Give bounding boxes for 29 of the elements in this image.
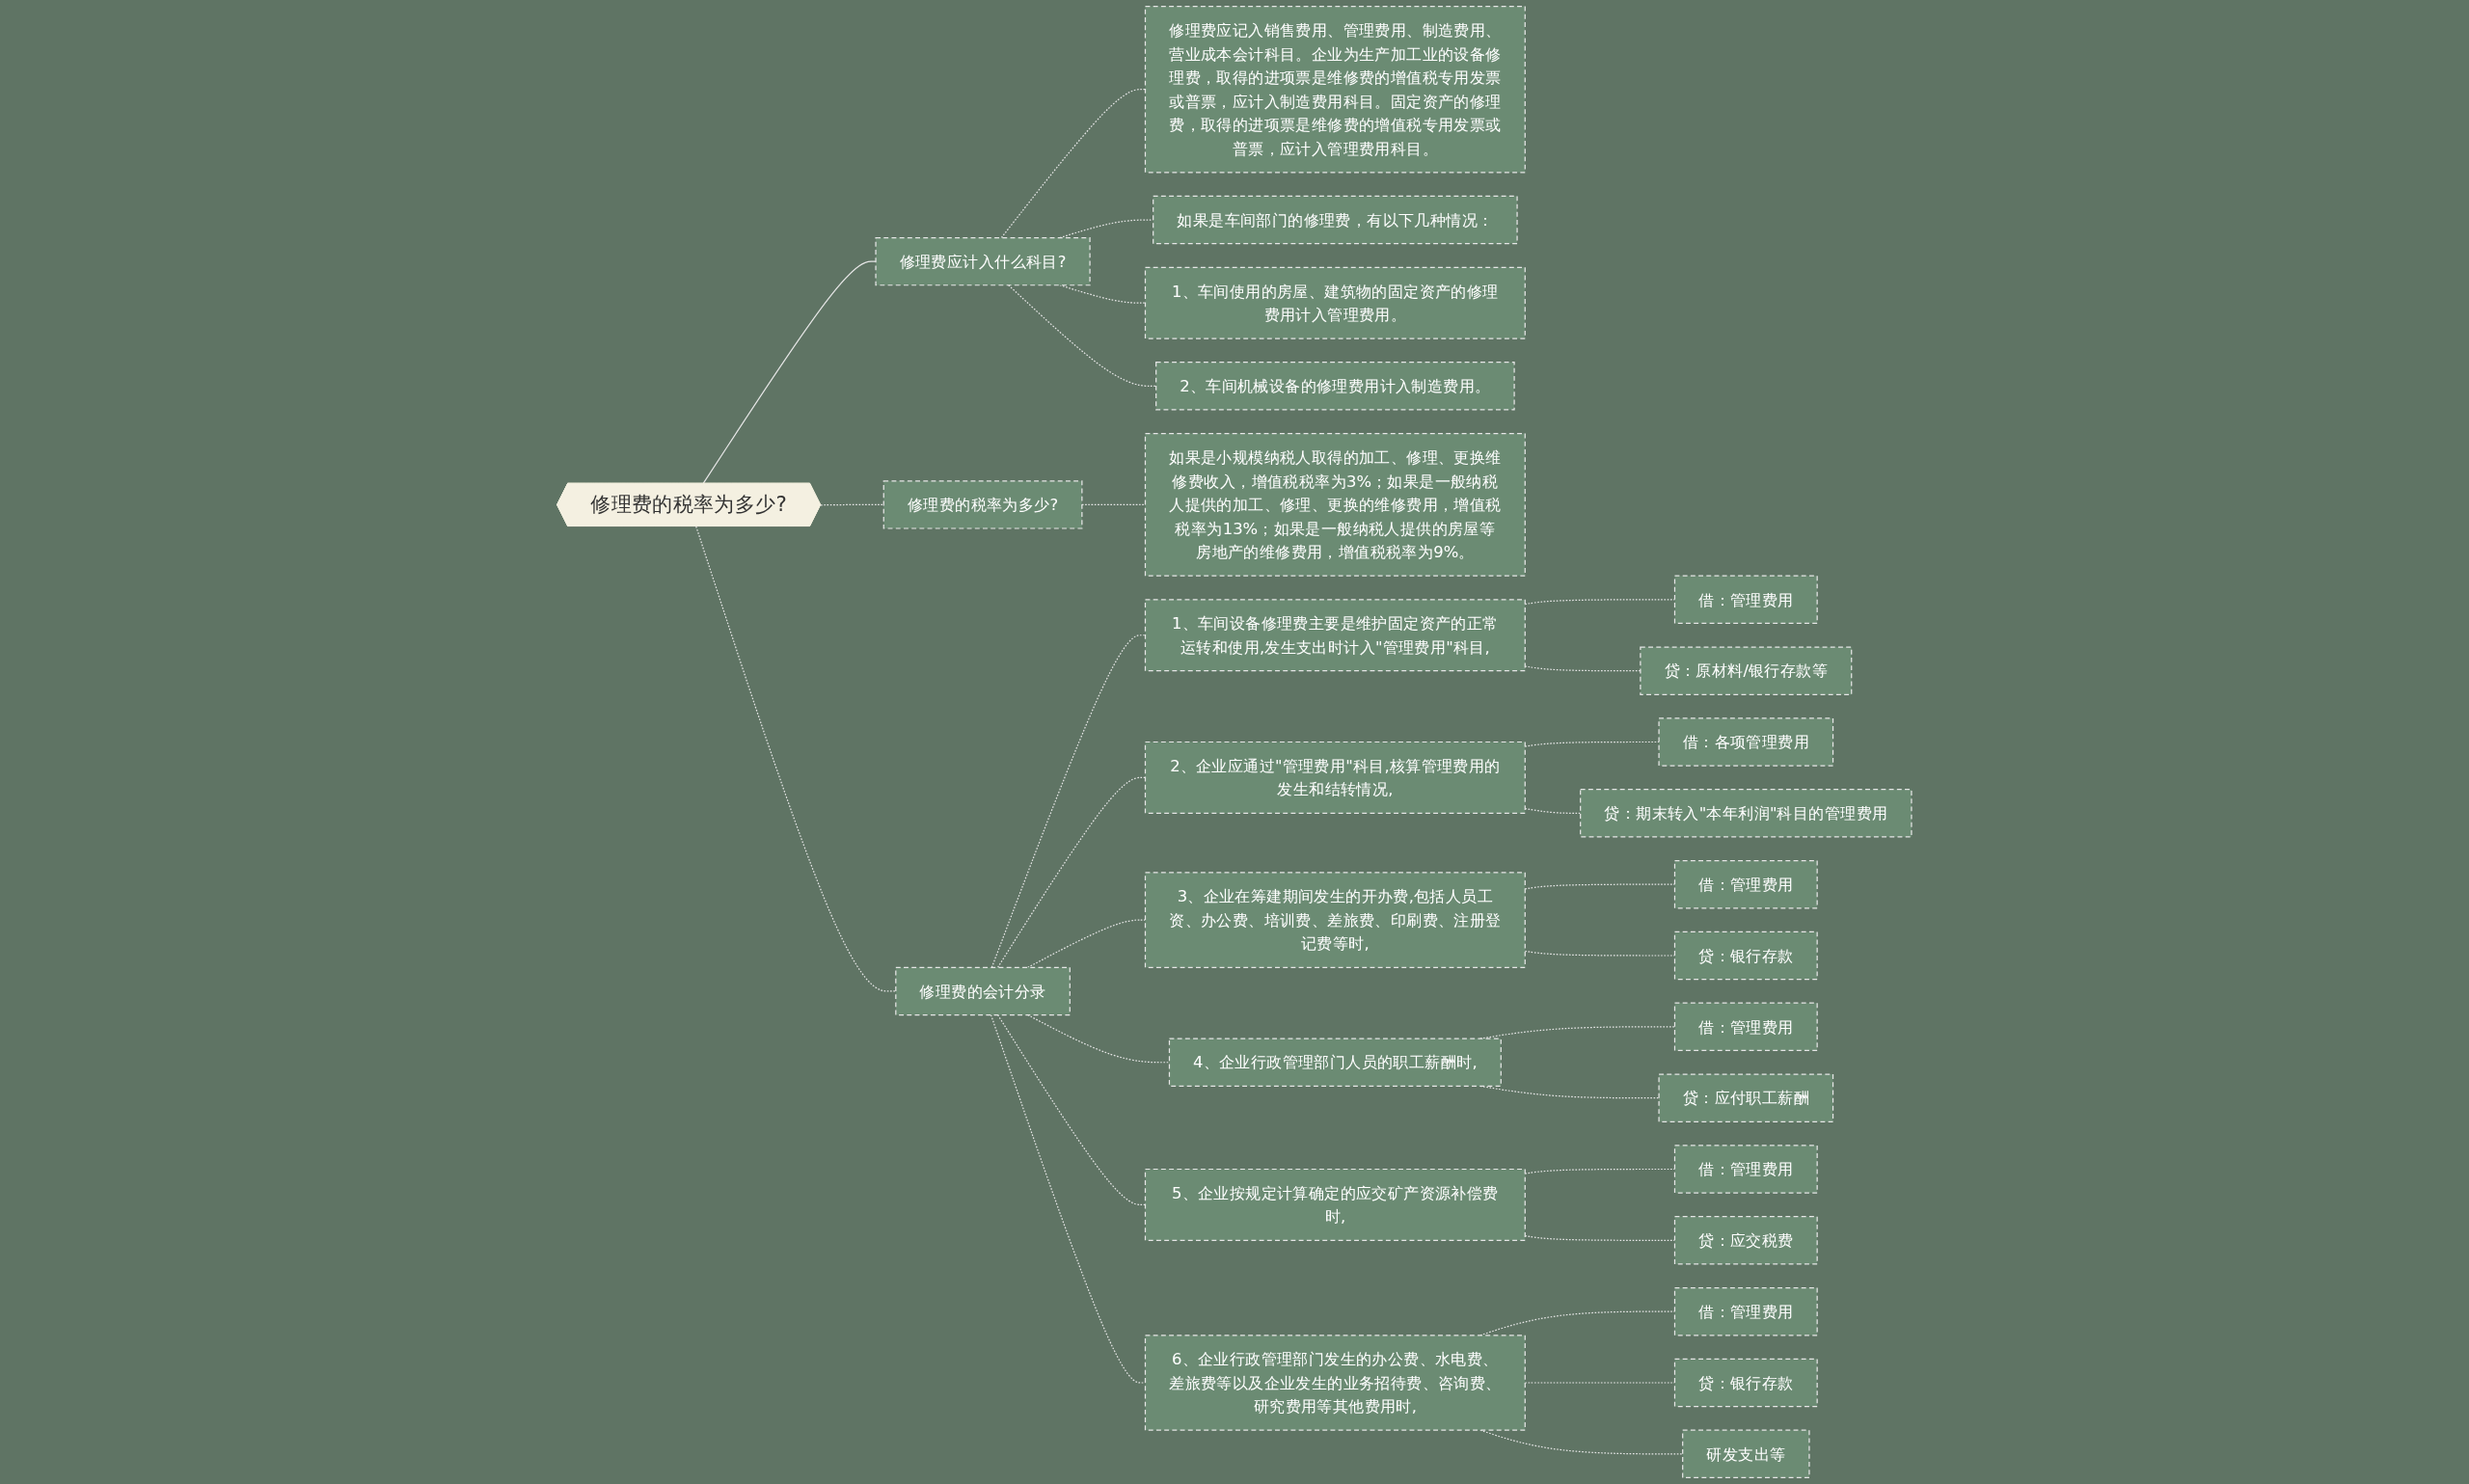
node-box: 贷：银行存款 [1674,1358,1818,1408]
node-box: 修理费的会计分录 [895,966,1072,1016]
node-box: 借：管理费用 [1674,859,1818,909]
node-box: 贷：期末转入"本年利润"科目的管理费用 [1580,789,1913,838]
node-box: 借：各项管理费用 [1658,717,1834,767]
connector [695,526,897,992]
node-box: 1、车间使用的房屋、建筑物的固定资产的修理费用计入管理费用。 [1145,266,1527,339]
node-box: 借：管理费用 [1674,575,1818,625]
node-box: 贷：应付职工薪酬 [1658,1073,1834,1122]
node-box: 贷：原材料/银行存款等 [1640,646,1853,695]
node-box: 如果是小规模纳税人取得的加工、修理、更换维修费收入，增值税税率为3%；如果是一般纳税人提供的加工、修理、更换的维修费用，增值税税率为13%；如果是一般纳税人提供的房屋等房地产的维修费用，增值税税率为9%。 [1145,432,1527,577]
node-box: 贷：应交税费 [1674,1216,1818,1265]
node-box: 研发支出等 [1682,1429,1810,1479]
node-box: 借：管理费用 [1674,1286,1818,1336]
node-box: 5、企业按规定计算确定的应交矿产资源补偿费时, [1145,1168,1527,1241]
node-box: 1、车间设备修理费主要是维护固定资产的正常运转和使用,发生支出时计入"管理费用"科目, [1145,599,1527,672]
node-box: 2、车间机械设备的修理费用计入制造费用。 [1155,362,1515,411]
node-box: 2、企业应通过"管理费用"科目,核算管理费用的发生和结转情况, [1145,741,1527,814]
node-box: 修理费的税率为多少? [882,480,1083,529]
node-box: 修理费应计入什么科目? [875,236,1091,286]
node-box: 6、企业行政管理部门发生的办公费、水电费、差旅费等以及企业发生的业务招待费、咨询费、研究费用等其他费用时, [1145,1335,1527,1431]
node-box: 3、企业在筹建期间发生的开办费,包括人员工资、办公费、培训费、差旅费、印刷费、注册登记费等时, [1145,872,1527,968]
node-box: 4、企业行政管理部门人员的职工薪酬时, [1169,1038,1503,1087]
connector [702,260,877,485]
node-box: 借：管理费用 [1674,1145,1818,1194]
node-box: 借：管理费用 [1674,1002,1818,1052]
node-box: 修理费应记入销售费用、管理费用、制造费用、营业成本会计科目。企业为生产加工业的设备修理费，取得的进项票是维修费的增值税专用发票或普票，应计入制造费用科目。固定资产的修理费，取得的进项票是维修费的增值税专用发票或普票，应计入管理费用科目。 [1145,5,1527,174]
node-box: 如果是车间部门的修理费，有以下几种情况： [1153,195,1518,245]
node-box: 贷：银行存款 [1674,931,1818,981]
